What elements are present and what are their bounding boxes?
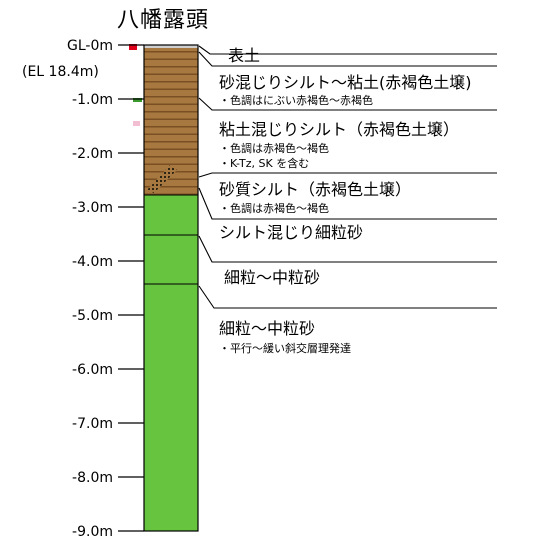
layer-1-name: 表土 [228,46,260,65]
depth-label: -5.0m [72,308,113,324]
leader-line-7 [198,285,497,309]
depth-label: -9.0m [72,524,113,540]
layer-3-name: 粘土混じりシルト（赤褐色土壌） [219,120,459,139]
depth-label: -4.0m [72,254,113,270]
pink-sample-marker [133,121,140,126]
leader-line-2 [198,51,497,67]
leader-line-6 [198,235,497,263]
depth-label: -8.0m [72,470,113,486]
leader-line-4 [198,172,497,178]
layer-6-name: 細粒～中粒砂 [224,268,320,287]
depth-scale: GL-0m -1.0m -2.0m -3.0m -4.0m -5.0m -6.0m -7.0m… [67,38,144,540]
layer-2-name: 砂混じりシルト～粘土(赤褐色土壌) [219,73,472,92]
layer-2-note-1: ・色調はにぶい赤褐色～赤褐色 [219,93,373,107]
column-outline [143,44,199,532]
layer-3-note-1: ・色調は赤褐色～褐色 [219,141,329,155]
topsoil-sample-marker [129,44,137,50]
leader-line-1 [198,45,497,55]
leader-line-5 [198,187,497,220]
layer-7-name: 細粒～中粒砂 [219,319,315,338]
depth-label: -1.0m [72,92,113,108]
leader-lines [198,45,497,309]
layer-3-note-2: ・K-Tz, SK を含む [219,156,309,170]
layer-labels: 表土 砂混じりシルト～粘土(赤褐色土壌) ・色調はにぶい赤褐色～赤褐色 粘土混じ… [219,46,472,355]
sandy-lens-hatch [147,165,177,193]
layer-5-name: シルト混じり細粒砂 [219,223,363,242]
layer-4-name: 砂質シルト（赤褐色土壌） [219,180,411,199]
diagram-title: 八幡露頭 [117,8,210,33]
depth-label: -6.0m [72,362,113,378]
elevation-label: (EL 18.4m) [22,64,99,80]
depth-label: -3.0m [72,200,113,216]
green-sand-layers [144,195,198,531]
green-sample-marker [133,98,142,102]
column-body [143,44,199,532]
depth-label: -2.0m [72,146,113,162]
layer-7-note-1: ・平行～緩い斜交層理発達 [219,341,351,355]
depth-label: -7.0m [72,416,113,432]
depth-label: GL-0m [67,38,113,54]
leader-line-3 [198,97,497,111]
topsoil-band [144,45,198,48]
layer-4-note-1: ・色調は赤褐色～褐色 [219,201,329,215]
